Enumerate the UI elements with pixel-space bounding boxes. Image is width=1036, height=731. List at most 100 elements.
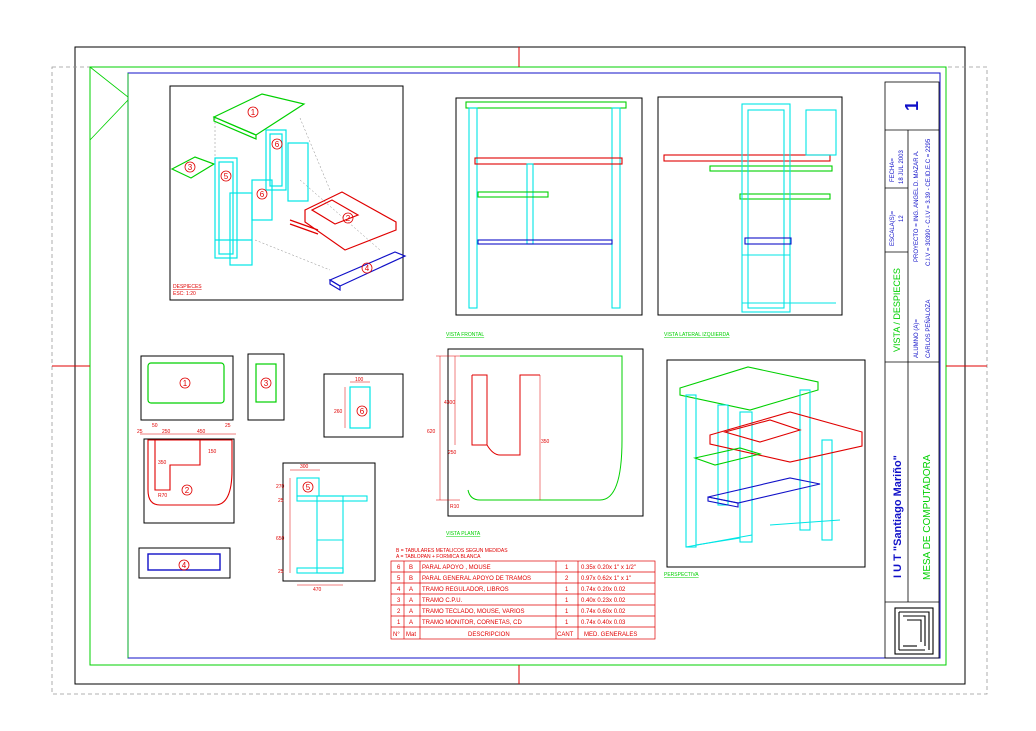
- row2-no: 5: [397, 576, 401, 582]
- p2-dim-g: 350: [158, 460, 167, 466]
- plan-dims: 620 4300 250 R10 350: [427, 400, 550, 510]
- front-view: [455, 97, 643, 316]
- p2-dim-e: 25: [225, 423, 231, 429]
- legend-line-2: A = TABLOPAN + FORMICA BLANCA: [396, 554, 481, 560]
- row6-dims: 0.74x 0.40x 0.03: [581, 620, 626, 626]
- header-mat: Mat: [406, 632, 416, 638]
- p5-dim-bottom: 470: [313, 587, 322, 593]
- detail-part-4: 4: [138, 547, 231, 579]
- side-view: [657, 96, 843, 316]
- scale-label: ESCALA(S)=: [890, 210, 896, 246]
- row3-qty: 1: [565, 587, 569, 593]
- detail-label-5: 5: [306, 483, 311, 492]
- row5-desc: TRAMO TECLADO, MOUSE, VARIOS: [422, 609, 524, 615]
- plan-dim-f: 350: [541, 439, 550, 445]
- exploded-part-numbers: 1 3 6 5 6 2 4: [184, 106, 373, 274]
- student-label: ALUMNO (A)=: [914, 319, 920, 358]
- row2-desc: PARAL GENERAL APOYO DE TRAMOS: [422, 576, 531, 582]
- project-line: PROYECTO = ING. ANGEL D. MAZAR A.: [914, 150, 920, 262]
- student-name: CARLOS PEÑALOZA: [925, 300, 932, 358]
- parts-table: 6 B PARAL APOYO , MOUSE 1 0.35x 0.20x 1"…: [390, 560, 656, 640]
- row4-qty: 1: [565, 598, 569, 604]
- detail-6-width: 100: [355, 377, 364, 383]
- detail-label-2: 2: [185, 486, 190, 495]
- plan-dim-a: 620: [427, 429, 436, 435]
- row6-desc: TRAMO MONITOR, CORNETAS, CD: [422, 620, 522, 626]
- school-logo: [894, 607, 934, 655]
- p2-dim-c: 50: [152, 423, 158, 429]
- sheet-number: 1: [902, 101, 922, 111]
- p5-dim-a: 270: [276, 484, 285, 490]
- exploded-label-1: 1: [251, 108, 256, 117]
- row6-no: 1: [397, 620, 401, 626]
- row4-desc: TRAMO C.P.U.: [422, 598, 463, 604]
- row1-dims: 0.35x 0.20x 1" x 1/2": [581, 565, 636, 571]
- row3-dims: 0.74x 0.20x 0.02: [581, 587, 626, 593]
- perspective-view: [666, 359, 866, 568]
- row4-no: 3: [397, 598, 401, 604]
- exploded-view: [169, 85, 407, 301]
- row4-mat: A: [409, 598, 413, 604]
- title-block: [884, 81, 940, 659]
- row3-desc: TRAMO REGULADOR, LIBROS: [422, 587, 509, 593]
- legend-line-1: B = TABULARES METALICOS SEGUN MEDIDAS: [396, 548, 508, 554]
- row2-qty: 2: [565, 576, 569, 582]
- detail-part-6: 6 100 260: [323, 373, 404, 438]
- id-line: C.I.V = 30390 - C.I.V = 3.39 - CE.ID.E.C…: [926, 138, 932, 266]
- p2-dim-d: 450: [197, 429, 206, 435]
- header-dims: MED. GENERALES: [584, 632, 637, 638]
- view-label: VISTA / DESPIECES: [892, 268, 902, 352]
- detail-part-5: 5: [282, 462, 376, 586]
- detail-5-dims: 300 270 25 650 25 470: [276, 464, 322, 593]
- exploded-scale: ESC: 1:20: [173, 291, 196, 297]
- row3-mat: A: [409, 587, 413, 593]
- row1-qty: 1: [565, 565, 569, 571]
- exploded-label-3: 3: [188, 163, 193, 172]
- plan-dim-d: R10: [450, 504, 459, 510]
- p2-dim-f: 150: [208, 449, 217, 455]
- detail-part-1: 1: [140, 355, 234, 421]
- row1-no: 6: [397, 565, 401, 571]
- plan-dim-c: 250: [448, 450, 457, 456]
- date-value: 18 JUL 2003: [899, 150, 905, 184]
- detail-label-6: 6: [360, 407, 365, 416]
- detail-2-dims: 25 250 50 450 25 150 350 R70: [137, 423, 231, 499]
- row5-qty: 1: [565, 609, 569, 615]
- row3-no: 4: [397, 587, 401, 593]
- row2-mat: B: [409, 576, 413, 582]
- row5-mat: A: [409, 609, 413, 615]
- scale-value: 12: [899, 215, 905, 222]
- p5-dim-c: 650: [276, 536, 285, 542]
- detail-part-3: 3: [247, 353, 285, 421]
- project-title: MESA DE COMPUTADORA: [922, 454, 933, 580]
- row4-dims: 0.40x 0.23x 0.02: [581, 598, 626, 604]
- sheet-frames: [51, 46, 988, 695]
- p2-dim-h: R70: [158, 493, 167, 499]
- p2-dim-a: 25: [137, 429, 143, 435]
- front-view-title: VISTA FRONTAL: [446, 332, 484, 338]
- row2-dims: 0.97x 0.62x 1" x 1": [581, 576, 631, 582]
- row6-qty: 1: [565, 620, 569, 626]
- plan-view-title: VISTA PLANTA: [446, 531, 481, 537]
- perspective-title: PERSPECTIVA: [664, 572, 699, 578]
- exploded-title: DESPIECES: [173, 284, 202, 290]
- plan-dim-b: 4300: [444, 400, 455, 406]
- exploded-label-4: 4: [365, 264, 370, 273]
- header-no: N°: [393, 632, 400, 638]
- header-qty: CANT: [557, 632, 574, 638]
- exploded-label-5: 5: [224, 172, 229, 181]
- exploded-label-6a: 6: [275, 140, 280, 149]
- detail-label-3: 3: [264, 379, 269, 388]
- detail-label-4: 4: [182, 561, 187, 570]
- p5-dim-b: 25: [278, 498, 284, 504]
- exploded-label-2: 2: [346, 214, 351, 223]
- detail-part-2: 2: [140, 433, 236, 524]
- date-label: FECHA=: [890, 158, 896, 182]
- side-view-title: VISTA LATERAL IZQUIERDA: [664, 332, 730, 338]
- detail-label-1: 1: [183, 379, 188, 388]
- header-desc: DESCRIPCION: [468, 632, 510, 638]
- school-name: I U T "Santiago Mariño": [892, 455, 904, 578]
- plan-view: [436, 348, 644, 517]
- row6-mat: A: [409, 620, 413, 626]
